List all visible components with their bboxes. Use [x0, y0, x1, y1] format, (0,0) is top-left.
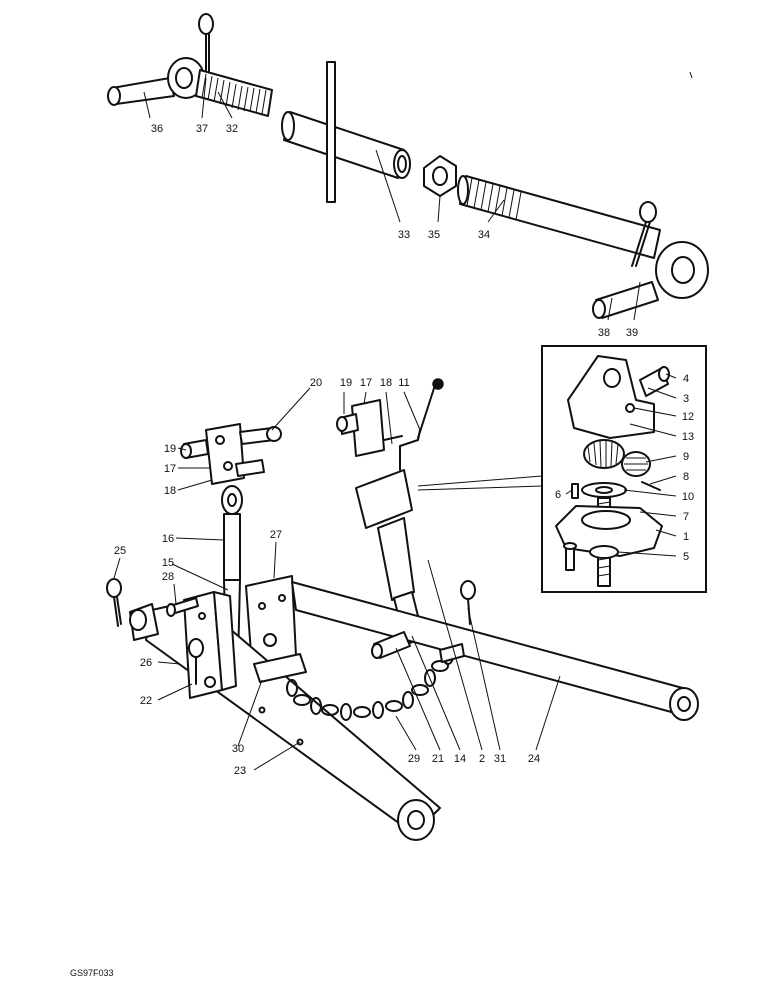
- callout-12: 12: [682, 411, 694, 423]
- threaded-rod-34: [457, 175, 709, 299]
- stabilizer-bracket-left: [180, 423, 282, 485]
- pin-21: [371, 631, 411, 659]
- callout-18-right: 18: [380, 377, 392, 389]
- callout-labels: 36 37 32 33 35 34 38 39 20 19 17 18 19 1…: [114, 123, 694, 777]
- callout-38: 38: [598, 327, 610, 339]
- callout-16: 16: [162, 533, 174, 545]
- callout-19-right: 19: [340, 377, 352, 389]
- callout-24: 24: [528, 753, 540, 765]
- callout-9: 9: [683, 451, 689, 463]
- sleeve-33: [281, 61, 411, 203]
- callout-36: 36: [151, 123, 163, 135]
- callout-1: 1: [683, 531, 689, 543]
- callout-14: 14: [454, 753, 466, 765]
- callout-26: 26: [140, 657, 152, 669]
- eye-end-32: [167, 57, 273, 117]
- check-chain-29: [253, 643, 465, 721]
- callout-17-left: 17: [164, 463, 176, 475]
- callout-23: 23: [234, 765, 246, 777]
- callout-28: 28: [162, 571, 174, 583]
- callout-10: 10: [682, 491, 694, 503]
- callout-13: 13: [682, 431, 694, 443]
- pin-36: [107, 77, 175, 106]
- top-link-assembly: [107, 13, 709, 319]
- callout-35: 35: [428, 229, 440, 241]
- callout-27: 27: [270, 529, 282, 541]
- callout-21: 21: [432, 753, 444, 765]
- linch-pin-25: [106, 578, 122, 627]
- callout-6: 6: [555, 489, 561, 501]
- callout-15: 15: [162, 557, 174, 569]
- callout-31: 31: [494, 753, 506, 765]
- callout-11: 11: [398, 377, 409, 389]
- nut-35: [423, 155, 457, 197]
- callout-39: 39: [626, 327, 638, 339]
- levelling-box-detail-inset: [417, 345, 707, 593]
- linch-pin-22: [188, 638, 204, 685]
- linch-pin-31: [460, 580, 476, 625]
- callout-19-left: 19: [164, 443, 176, 455]
- callout-20: 20: [310, 377, 322, 389]
- callout-2: 2: [479, 753, 485, 765]
- lower-link-24: [291, 581, 699, 721]
- callout-3: 3: [683, 393, 689, 405]
- callout-8: 8: [683, 471, 689, 483]
- callout-25: 25: [114, 545, 126, 557]
- callout-29: 29: [408, 753, 420, 765]
- leader-lines: [113, 77, 677, 771]
- callout-18-left: 18: [164, 485, 176, 497]
- callout-4: 4: [683, 373, 689, 385]
- pin-28: [166, 597, 199, 617]
- callout-32: 32: [226, 123, 238, 135]
- drawing-code: GS97F033: [70, 968, 114, 978]
- callout-17-right: 17: [360, 377, 372, 389]
- callout-7: 7: [683, 511, 689, 523]
- stray-mark: [689, 71, 693, 79]
- stabilizer-bracket-right: [336, 399, 403, 457]
- linch-pin-39: [631, 201, 657, 267]
- callout-5: 5: [683, 551, 689, 563]
- callout-37: 37: [196, 123, 208, 135]
- callout-33: 33: [398, 229, 410, 241]
- callout-22: 22: [140, 695, 152, 707]
- pin-38: [592, 281, 659, 319]
- callout-30: 30: [232, 743, 244, 755]
- callout-34: 34: [478, 229, 490, 241]
